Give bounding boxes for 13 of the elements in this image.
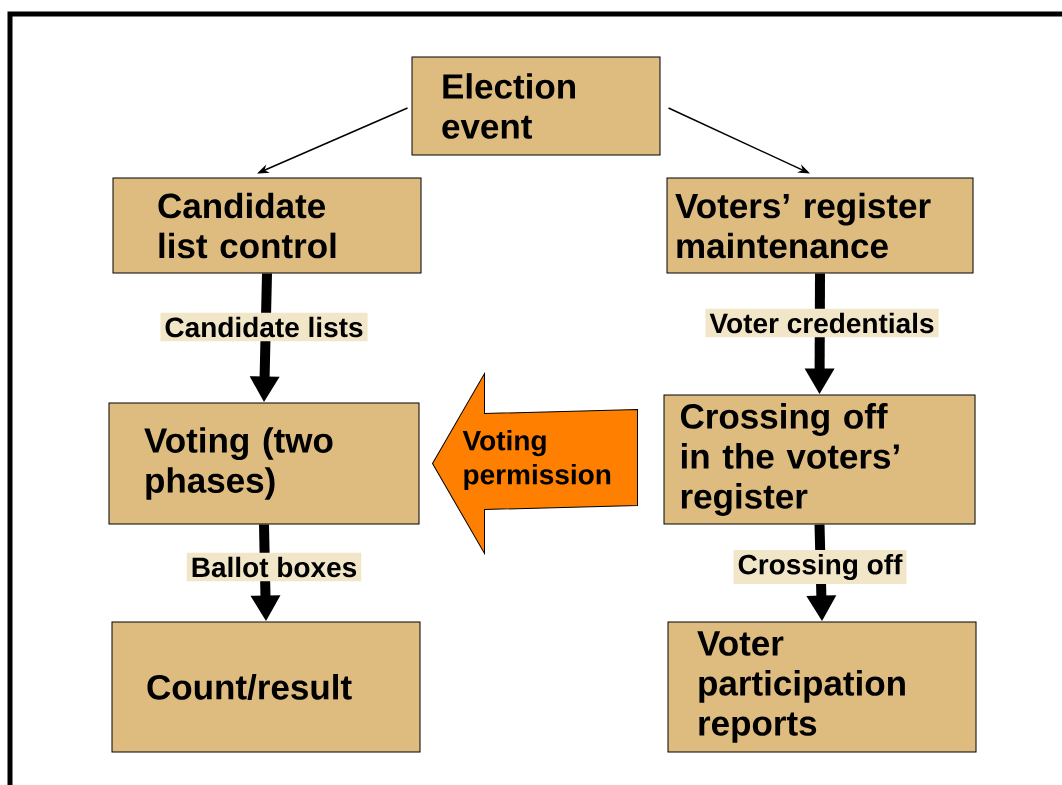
edge-label: Ballot boxes <box>186 552 362 582</box>
process-box: Voting (two phases) <box>108 402 420 525</box>
process-box: Crossing off in the voters’ register <box>663 394 976 525</box>
process-box: Candidate list control <box>112 177 422 274</box>
edge-label: Candidate lists <box>160 312 368 342</box>
edge-label: Crossing off <box>733 549 907 585</box>
edge-label: Voter credentials <box>705 308 939 338</box>
process-box: Count/result <box>111 621 421 753</box>
edge-label: Voting permission <box>462 429 611 491</box>
process-box: Voter participation reports <box>667 621 977 753</box>
process-box: Election event <box>411 56 661 156</box>
process-box: Voters’ register maintenance <box>666 177 974 274</box>
block-arrow <box>432 373 638 554</box>
